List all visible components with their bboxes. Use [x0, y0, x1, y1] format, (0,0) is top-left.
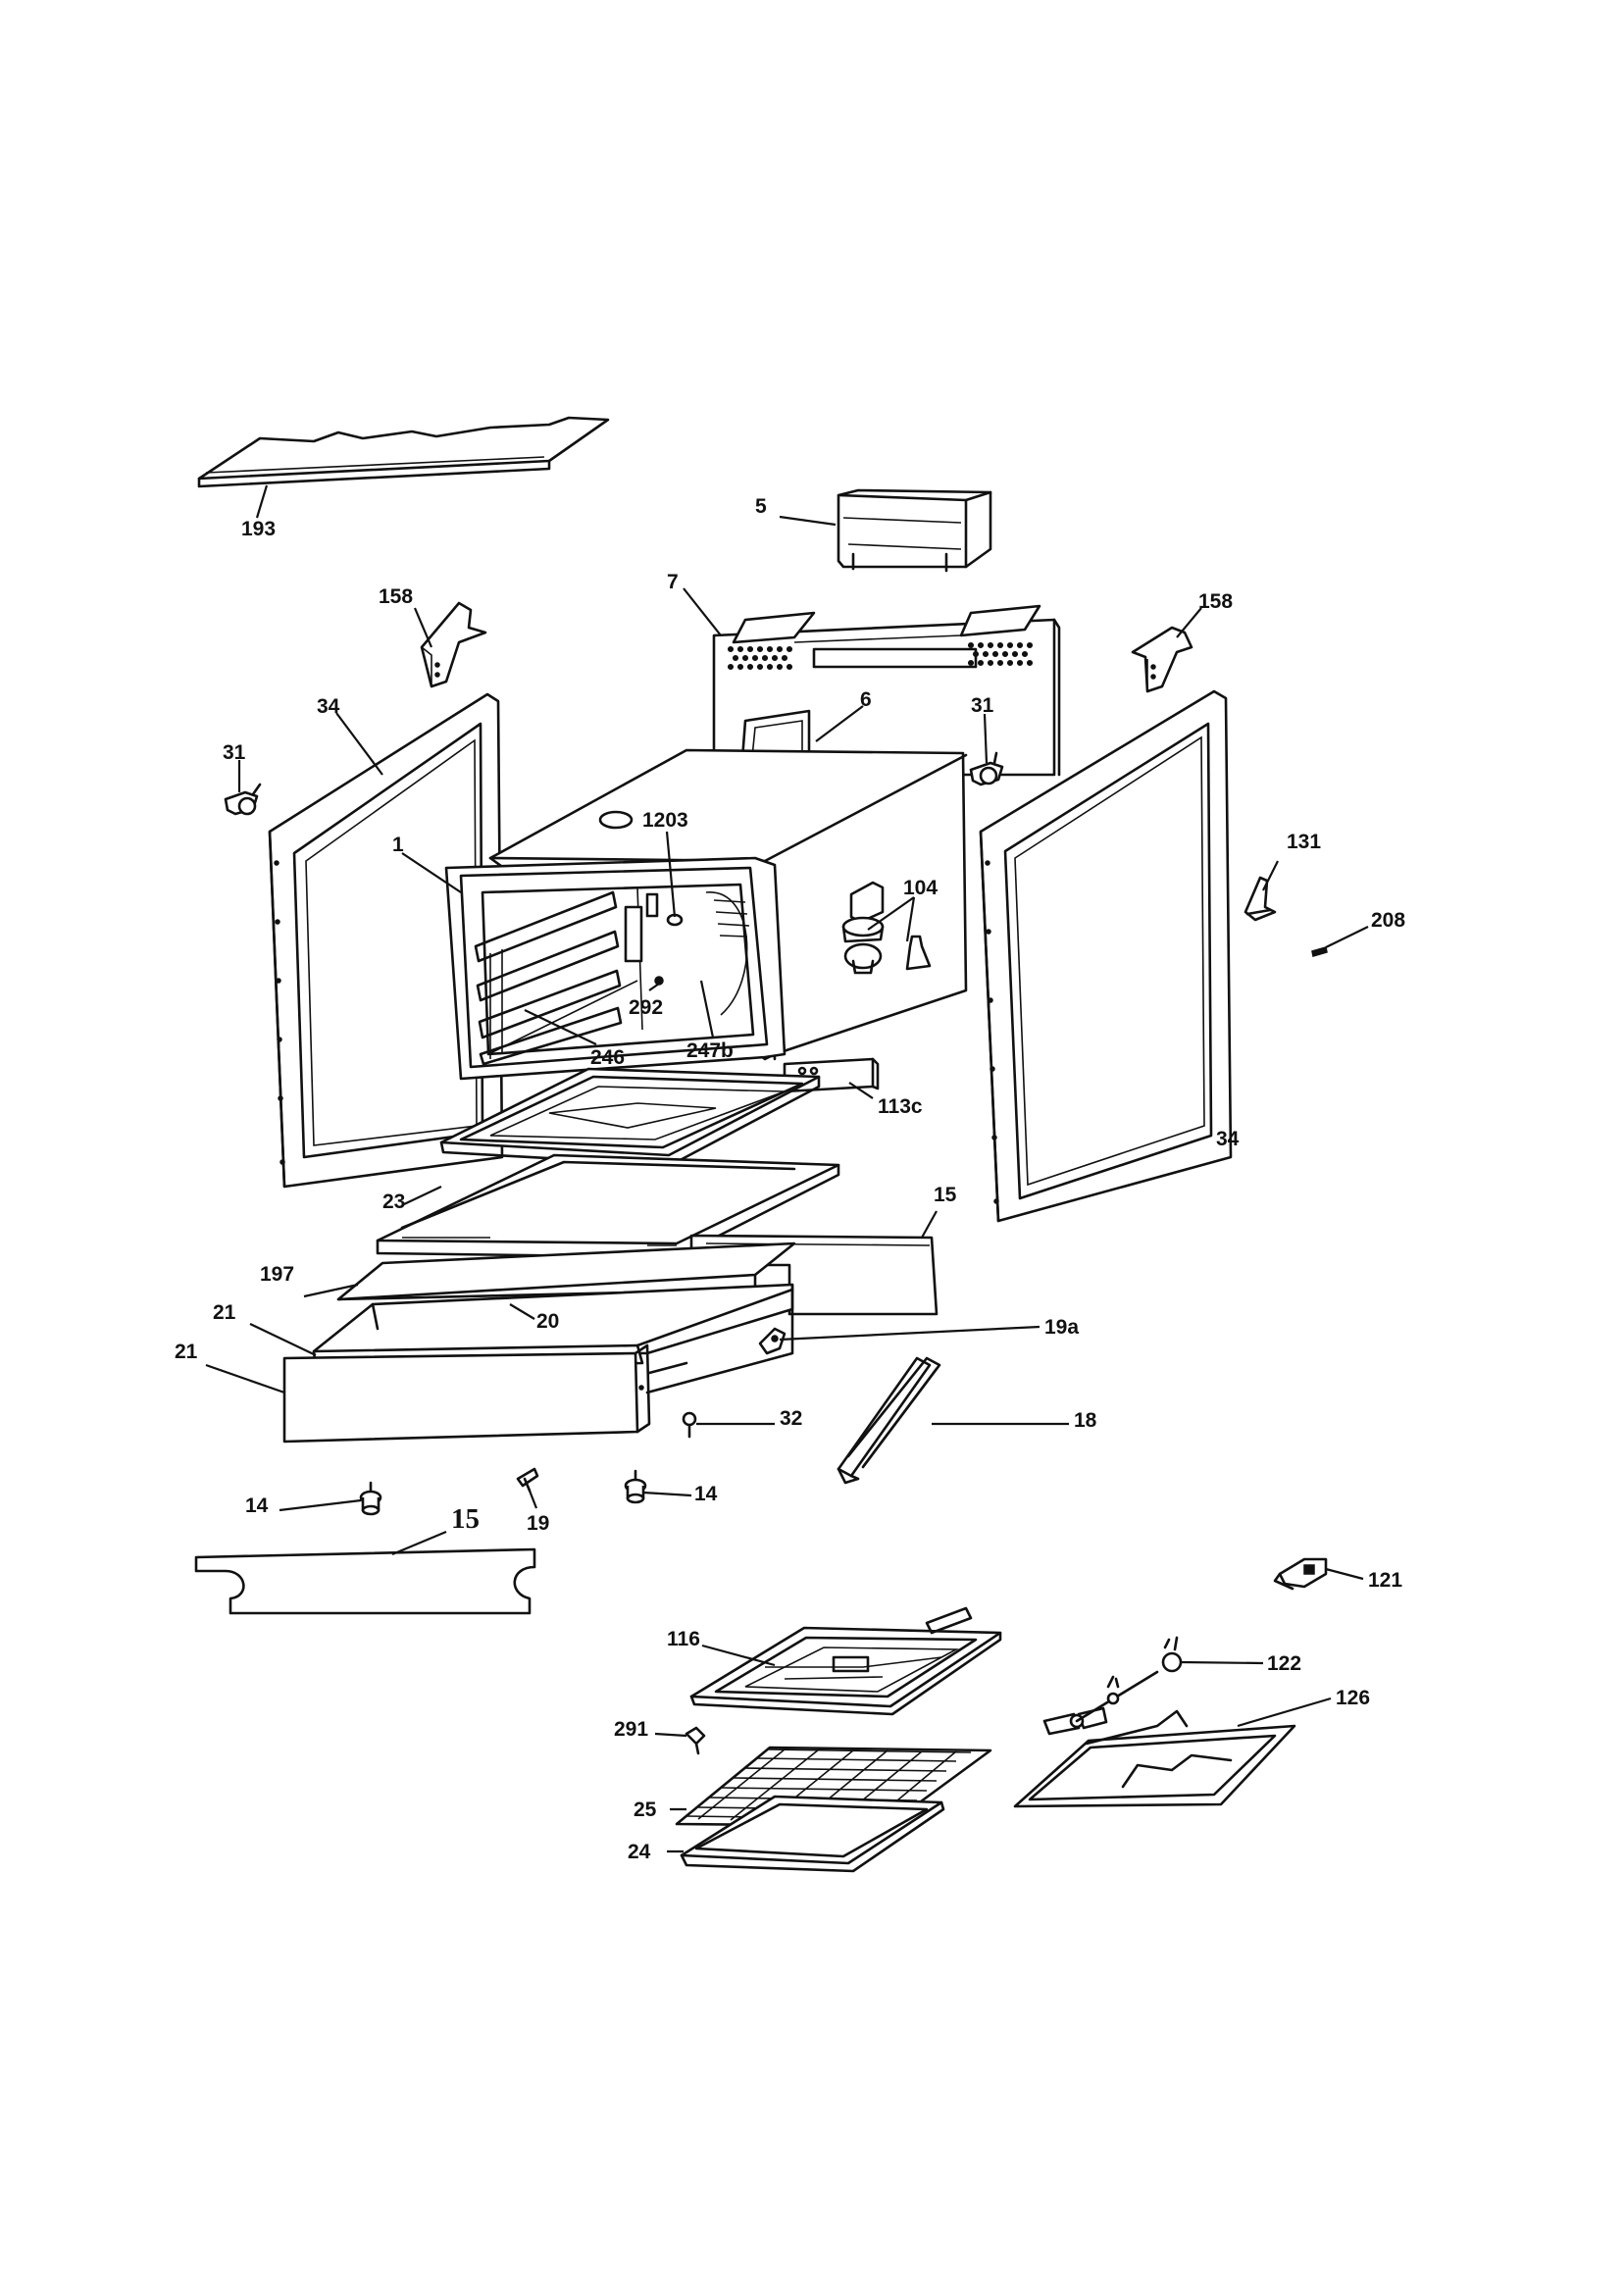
- callout-21-upper: 21: [213, 1301, 236, 1324]
- callout-25: 25: [634, 1799, 657, 1821]
- part-158-right-bracket: [1131, 626, 1193, 693]
- part-116-heating-element: [689, 1606, 1002, 1716]
- part-126-baffle: [1013, 1709, 1296, 1808]
- callout-292: 292: [629, 996, 663, 1019]
- callout-18: 18: [1074, 1409, 1097, 1432]
- callout-20: 20: [536, 1310, 559, 1333]
- callout-1203: 1203: [642, 809, 688, 832]
- callout-15-side: 15: [934, 1184, 957, 1206]
- part-131-clip: [1243, 876, 1277, 922]
- part-291-clip: [685, 1726, 706, 1755]
- callout-34-right: 34: [1216, 1128, 1240, 1150]
- callout-197: 197: [260, 1263, 294, 1286]
- oven-fan-cover: [705, 891, 750, 1016]
- leader-lines: [205, 484, 1369, 1853]
- callout-31-right: 31: [971, 694, 994, 717]
- callout-34-left: 34: [317, 695, 340, 718]
- callout-24: 24: [628, 1841, 651, 1863]
- part-5-control-box: [837, 488, 992, 573]
- callout-19: 19: [527, 1512, 549, 1535]
- part-208-pin: [1311, 946, 1328, 957]
- part-34-right-side-panel: [979, 689, 1233, 1223]
- part-24-baking-tray: [680, 1795, 945, 1873]
- part-121-lamp-holder: [1273, 1557, 1328, 1591]
- callout-7: 7: [667, 571, 679, 593]
- callout-14-left: 14: [245, 1495, 269, 1517]
- part-19a-clip: [758, 1327, 787, 1355]
- part-14-left-foot: [359, 1481, 382, 1516]
- callout-14-right: 14: [694, 1483, 718, 1505]
- callout-246: 246: [590, 1046, 625, 1069]
- callout-193: 193: [241, 518, 276, 540]
- callout-1: 1: [392, 834, 404, 856]
- callout-158-left: 158: [379, 585, 413, 608]
- part-15-plinth-panel: [194, 1547, 536, 1615]
- part-31-right-clip: [969, 751, 1004, 786]
- callout-21-lower: 21: [175, 1341, 198, 1363]
- callout-126: 126: [1336, 1687, 1370, 1709]
- callout-113c: 113c: [878, 1095, 923, 1118]
- callout-15-plinth: 15: [451, 1503, 480, 1535]
- part-104-lamp-assembly: [841, 881, 932, 975]
- part-158-left-bracket: [420, 601, 487, 688]
- part-32-screw: [682, 1411, 697, 1439]
- callout-121: 121: [1368, 1569, 1402, 1592]
- part-14-right-foot: [624, 1469, 647, 1504]
- oven-shelf-runners: [474, 890, 623, 1066]
- part-31-left-clip: [224, 783, 262, 816]
- callout-208: 208: [1371, 909, 1405, 932]
- callout-31-left: 31: [223, 741, 246, 764]
- callout-116: 116: [667, 1628, 700, 1650]
- callout-104: 104: [903, 877, 938, 899]
- callout-labels: 193 5 7 158 158 34 31 31 6 1203 1 104 13…: [175, 495, 1405, 1863]
- callout-5: 5: [755, 495, 767, 518]
- part-122-fan: [1042, 1636, 1183, 1736]
- part-193-top-trim: [197, 416, 610, 488]
- part-21-lower-drawer-front: [282, 1343, 688, 1444]
- callout-158-right: 158: [1198, 590, 1233, 613]
- callout-32: 32: [780, 1407, 802, 1430]
- callout-19a: 19a: [1044, 1316, 1079, 1339]
- part-18-drawer-runner: [837, 1356, 941, 1485]
- callout-131: 131: [1287, 831, 1321, 853]
- callout-6: 6: [860, 688, 872, 711]
- callout-23: 23: [382, 1191, 405, 1213]
- callout-122: 122: [1267, 1652, 1301, 1675]
- part-1-oven-cavity: [444, 748, 968, 1081]
- callout-291: 291: [614, 1718, 648, 1741]
- callout-247b: 247b: [686, 1039, 734, 1062]
